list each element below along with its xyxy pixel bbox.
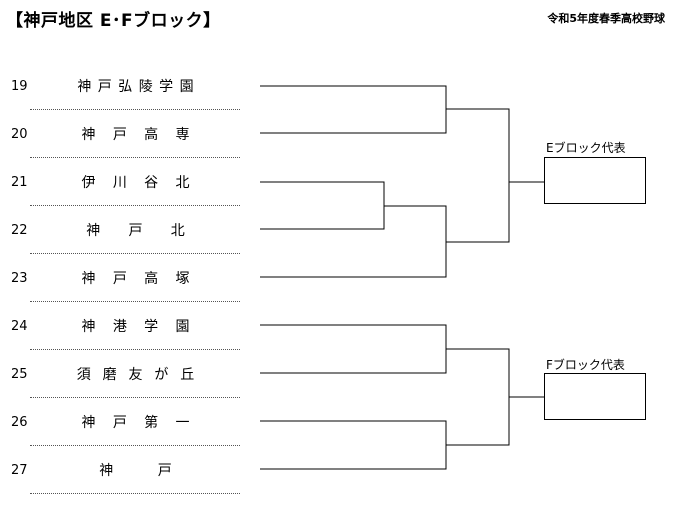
team-row: 24 神 港 学 園 xyxy=(0,319,250,367)
row-divider xyxy=(30,349,240,350)
block-f-representative-label: Fブロック代表 xyxy=(546,358,625,372)
bracket-line-e-final xyxy=(446,108,510,243)
row-divider xyxy=(30,109,240,110)
team-name: 神 戸 北 xyxy=(86,223,186,239)
team-row: 19 神 戸 弘 陵 学 園 xyxy=(0,79,250,127)
row-divider xyxy=(30,445,240,446)
team-number: 22 xyxy=(11,223,28,238)
team-name: 神 戸 高 塚 xyxy=(81,271,191,287)
page-title: 【神戸地区 E･Fブロック】 xyxy=(6,11,221,31)
block-e-representative-box xyxy=(544,157,646,204)
team-name: 神 戸 xyxy=(99,463,173,479)
team-name: 神 戸 高 専 xyxy=(81,127,191,143)
tournament-subtitle: 令和5年度春季高校野球 xyxy=(547,12,665,25)
team-name: 須 磨 友 が 丘 xyxy=(76,367,196,383)
team-row: 27 神 戸 xyxy=(0,463,250,511)
bracket-line-19-20 xyxy=(260,85,447,134)
team-number: 26 xyxy=(11,415,28,430)
team-number: 23 xyxy=(11,271,28,286)
row-divider xyxy=(30,493,240,494)
team-number: 21 xyxy=(11,175,28,190)
row-divider xyxy=(30,157,240,158)
team-row: 23 神 戸 高 塚 xyxy=(0,271,250,319)
team-row: 26 神 戸 第 一 xyxy=(0,415,250,463)
team-row: 22 神 戸 北 xyxy=(0,223,250,271)
team-row: 21 伊 川 谷 北 xyxy=(0,175,250,223)
team-name: 神 港 学 園 xyxy=(81,319,191,335)
block-f-representative-box xyxy=(544,373,646,420)
bracket-line-24-25 xyxy=(260,324,447,374)
team-number: 24 xyxy=(11,319,28,334)
team-number: 19 xyxy=(11,79,28,94)
team-name: 神 戸 第 一 xyxy=(81,415,191,431)
bracket-line-21-22 xyxy=(260,181,385,230)
block-e-representative-label: Eブロック代表 xyxy=(546,141,626,155)
team-number: 25 xyxy=(11,367,28,382)
bracket-line-21-22-vs-23 xyxy=(260,205,447,278)
team-number: 27 xyxy=(11,463,28,478)
team-name: 伊 川 谷 北 xyxy=(81,175,191,191)
row-divider xyxy=(30,205,240,206)
row-divider xyxy=(30,397,240,398)
team-number: 20 xyxy=(11,127,28,142)
team-row: 25 須 磨 友 が 丘 xyxy=(0,367,250,415)
row-divider xyxy=(30,253,240,254)
bracket-line-f-final xyxy=(446,348,510,446)
row-divider xyxy=(30,301,240,302)
bracket-line-26-27 xyxy=(260,420,447,470)
team-name: 神 戸 弘 陵 学 園 xyxy=(77,79,195,95)
team-row: 20 神 戸 高 専 xyxy=(0,127,250,175)
